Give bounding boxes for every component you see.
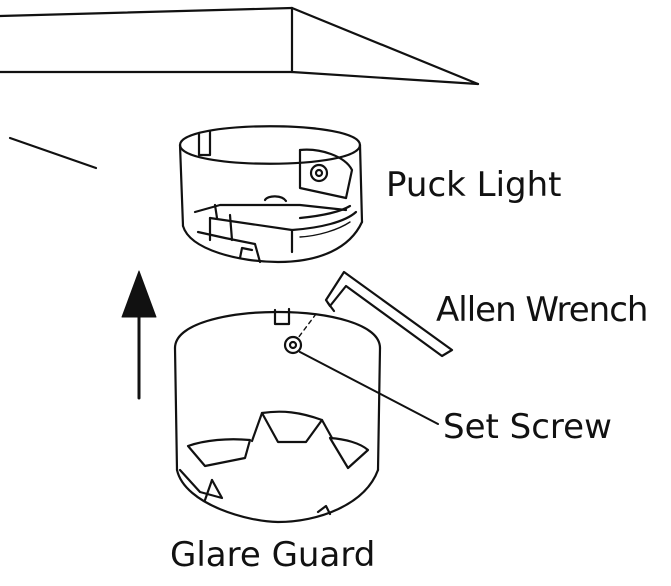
set-screw-label: Set Screw: [443, 407, 612, 447]
glare-guard: [173, 307, 382, 524]
alignment-dashed-line: [297, 313, 317, 339]
allen-wrench: [324, 270, 454, 358]
glare-guard-label: Glare Guard: [170, 535, 376, 575]
set-screw-leader-line: [299, 351, 439, 425]
puck-light: [178, 125, 364, 264]
up-arrow-icon: [121, 270, 157, 400]
cabinet-shelf: [0, 6, 480, 170]
allen-wrench-label: Allen Wrench: [436, 290, 648, 330]
puck-light-label: Puck Light: [386, 165, 562, 205]
